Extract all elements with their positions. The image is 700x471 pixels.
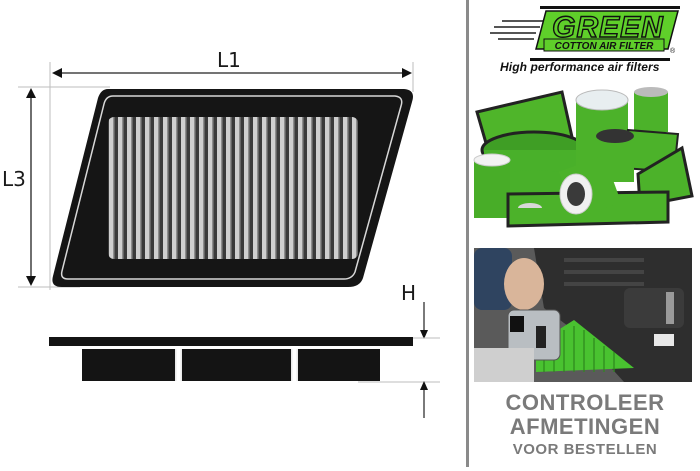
diagram-graphic — [18, 62, 440, 418]
filter-dimension-diagram: L1 L3 H — [2, 48, 440, 418]
dimension-label-l3: L3 — [2, 167, 26, 191]
brand-subtitle: COTTON AIR FILTER — [555, 41, 654, 52]
product-assortment-photo — [472, 82, 698, 236]
call-to-action: CONTROLEER AFMETINGEN VOOR BESTELLEN — [470, 390, 700, 458]
dimension-label-h: H — [401, 281, 417, 305]
dimension-label-l1: L1 — [217, 48, 241, 72]
registered-mark: ® — [670, 47, 676, 55]
logo-graphic: GREEN COTTON AIR FILTER ® — [490, 6, 680, 61]
vertical-divider — [466, 0, 469, 467]
brand-tagline: High performance air filters — [500, 60, 660, 74]
cta-line-1: CONTROLEER — [505, 390, 665, 415]
cta-line-3: VOOR BESTELLEN — [512, 441, 658, 458]
brand-logo: GREEN COTTON AIR FILTER ® High performan… — [488, 6, 698, 76]
measuring-filter-photo — [474, 248, 692, 382]
cta-line-2: AFMETINGEN — [509, 414, 661, 439]
